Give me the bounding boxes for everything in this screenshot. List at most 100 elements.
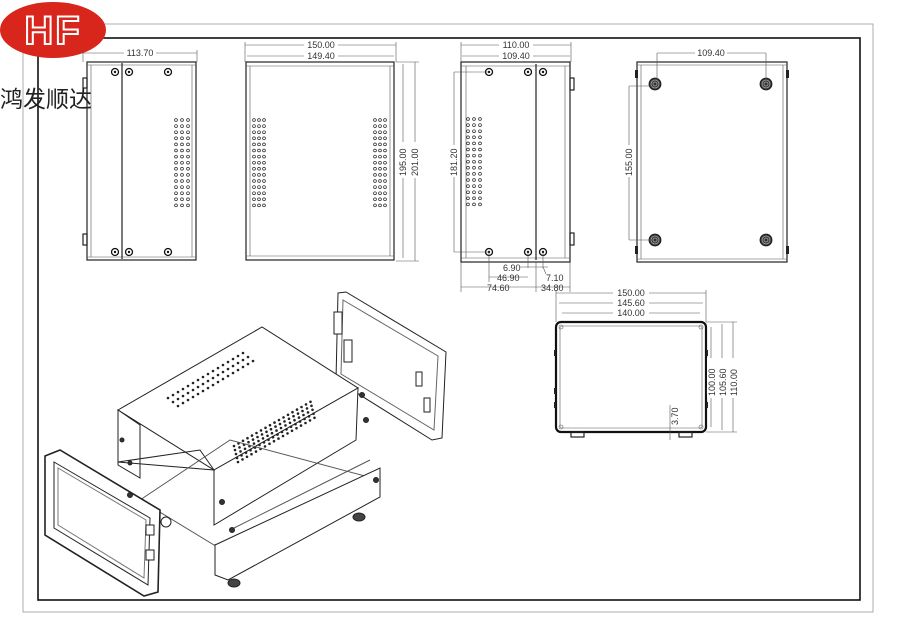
vent-hole (383, 191, 387, 195)
vent-hole (211, 376, 215, 380)
vent-hole (252, 185, 256, 189)
vent-hole (383, 185, 387, 189)
vent-hole (267, 438, 270, 442)
vent-hole (262, 179, 266, 183)
vent-hole (466, 172, 470, 176)
vent-hole (241, 458, 244, 461)
vent-hole (383, 154, 387, 159)
dim-top-width-inner: 149.40 (307, 51, 335, 61)
vent-hole (472, 159, 476, 164)
vent-hole (262, 118, 266, 122)
vent-hole (206, 386, 210, 390)
vent-hole (383, 148, 387, 153)
vent-hole (191, 381, 195, 385)
vent-hole (262, 197, 266, 202)
vent-hole (262, 441, 266, 444)
vent-hole (221, 370, 225, 374)
dim-rear-e: 34.80 (541, 283, 564, 293)
vent-hole (378, 197, 382, 202)
outer-frame (22, 23, 874, 613)
vent-hole (277, 418, 281, 422)
vent-hole (257, 191, 261, 195)
vent-hole (378, 130, 382, 134)
vent-hole (257, 154, 261, 159)
vent-hole (373, 160, 377, 165)
vent-hole (383, 167, 387, 171)
vent-hole (478, 117, 482, 121)
vent-hole (171, 400, 175, 404)
vent-hole (201, 375, 205, 379)
vent-hole (250, 452, 253, 456)
vent-hole (373, 173, 377, 177)
dim-bottom-foot-span-y: 155.00 (624, 148, 634, 176)
vent-hole (233, 448, 237, 452)
vent-hole (180, 173, 184, 177)
front-view: 150.00 145.60 140.00 100.00 105.60 110.0… (554, 288, 739, 440)
vent-hole (206, 372, 210, 376)
vent-hole (232, 444, 236, 448)
vent-hole (186, 167, 190, 171)
vent-hole (260, 433, 264, 436)
vent-hole (277, 437, 280, 440)
vent-hole (466, 135, 470, 140)
vent-hole (383, 124, 387, 128)
vent-hole (259, 429, 263, 432)
vent-hole (472, 172, 476, 176)
vent-holes (466, 117, 482, 207)
vent-hole (268, 442, 271, 446)
vent-hole (279, 426, 283, 430)
vent-hole (249, 448, 252, 452)
vent-hole (236, 354, 240, 358)
vent-hole (306, 411, 310, 414)
vent-hole (373, 203, 377, 208)
vent-hole (221, 377, 225, 381)
vent-hole (466, 159, 470, 164)
vent-hole (252, 442, 256, 445)
vent-hole (216, 373, 220, 377)
dim-rear-a: 6.90 (503, 263, 521, 273)
vent-hole (252, 179, 256, 183)
vent-hole (201, 389, 205, 393)
vent-hole (257, 197, 261, 202)
vent-hole (378, 136, 382, 141)
vent-hole (234, 452, 238, 456)
vent-hole (466, 190, 470, 194)
vent-hole (252, 160, 256, 165)
vent-hole (257, 185, 261, 189)
vent-hole (273, 421, 276, 424)
vent-hole (308, 419, 312, 422)
vent-hole (261, 437, 265, 440)
vent-hole (286, 413, 290, 417)
vent-hole (373, 167, 377, 171)
vent-hole (466, 129, 470, 133)
vent-hole (472, 141, 476, 146)
vent-hole (206, 379, 210, 383)
vent-hole (378, 185, 382, 189)
vent-hole (472, 129, 476, 133)
vent-hole (252, 203, 256, 208)
vent-hole (257, 130, 261, 134)
vent-hole (236, 368, 240, 372)
vent-hole (466, 153, 470, 158)
vent-hole (231, 371, 235, 375)
vent-hole (180, 136, 184, 141)
dim-top-height-inner: 195.00 (398, 148, 408, 176)
top-view: 150.00 149.40 195.00 201.00 (244, 40, 422, 262)
vent-hole (478, 123, 482, 127)
vent-hole (180, 203, 184, 208)
dim-rear-width-outer: 110.00 (503, 40, 530, 50)
vent-hole (312, 412, 315, 416)
vent-hole (472, 190, 476, 194)
vent-hole (373, 191, 377, 195)
foot-icon (650, 79, 660, 89)
vent-hole (180, 142, 184, 147)
vent-hole (478, 147, 482, 152)
vent-hole (478, 153, 482, 158)
vent-hole (174, 191, 178, 195)
vent-hole (378, 148, 382, 153)
vent-hole (174, 124, 178, 128)
vent-hole (186, 384, 190, 388)
dim-front-h2: 105.60 (718, 368, 728, 396)
dim-front-h3: 110.00 (729, 369, 739, 396)
vent-hole (256, 435, 259, 439)
